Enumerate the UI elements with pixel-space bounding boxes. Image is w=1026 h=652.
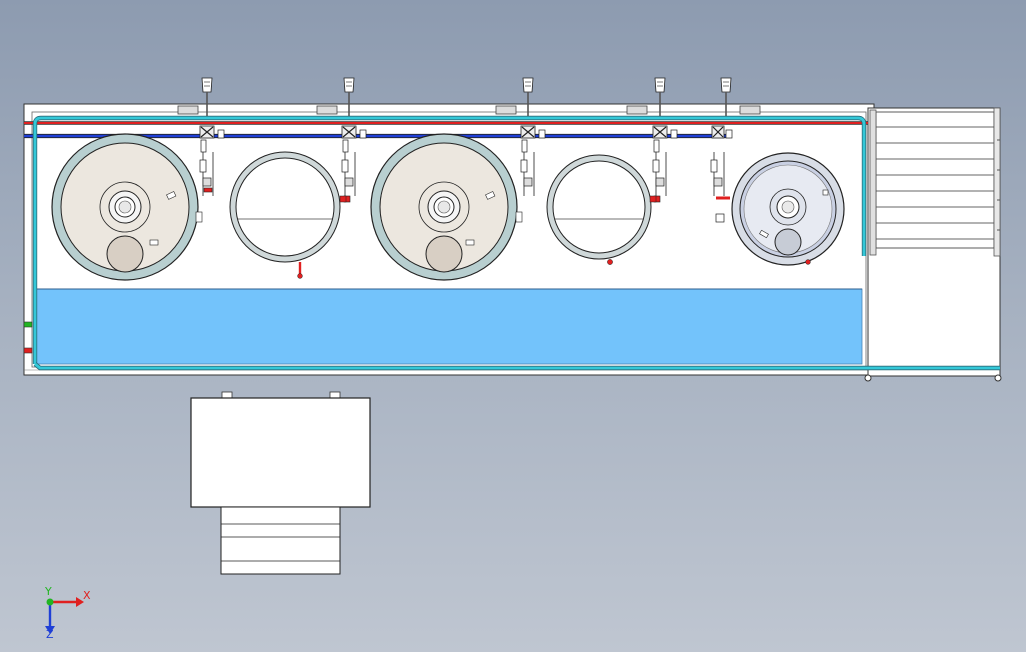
bright-tank-2[interactable]: [546, 154, 657, 265]
bright-tank-1[interactable]: [229, 151, 347, 279]
top-flanges: [177, 105, 761, 115]
triad-z-label: Z: [46, 628, 54, 641]
small-vessel-tank[interactable]: [731, 152, 845, 266]
valve-2[interactable]: [341, 77, 367, 203]
valve-1[interactable]: [199, 77, 225, 196]
valve-3[interactable]: [520, 77, 546, 196]
triad-x-label: X: [83, 589, 91, 602]
fermenter-tank-2[interactable]: [370, 133, 523, 281]
valve-4[interactable]: [652, 77, 678, 203]
lower-equipment-box[interactable]: [190, 391, 371, 575]
coordinate-triad: X Y Z: [44, 585, 91, 641]
side-platform: [864, 107, 1002, 382]
valve-5[interactable]: [710, 77, 733, 223]
water-area: [35, 288, 863, 365]
fermenter-tank-1[interactable]: [51, 133, 203, 281]
triad-y-label: Y: [44, 585, 52, 598]
